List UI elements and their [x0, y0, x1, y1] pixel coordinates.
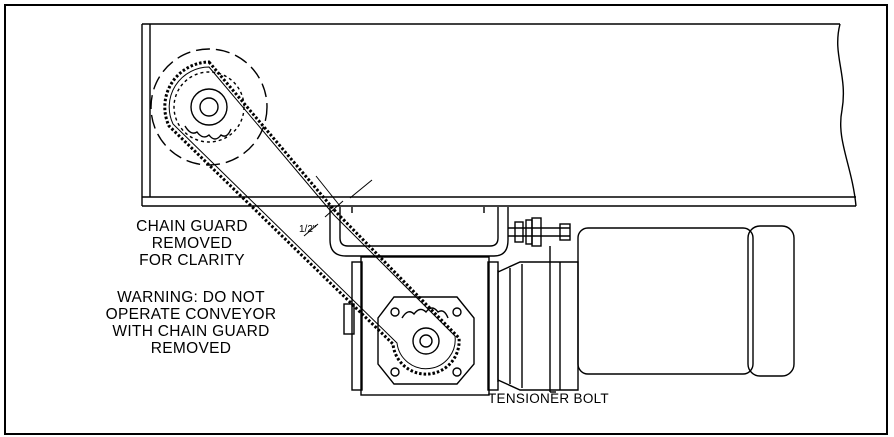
note-line: REMOVED	[150, 340, 232, 357]
tensioner-bolt-label: TENSIONER BOLT	[488, 391, 609, 406]
idler-sprocket	[150, 48, 268, 166]
drawing-border	[4, 4, 888, 435]
tensioner-bolt	[508, 217, 571, 393]
note-line: CHAIN GUARD	[136, 218, 248, 235]
chain-guard-note: CHAIN GUARD REMOVED FOR CLARITY	[86, 218, 298, 269]
note-line: WITH CHAIN GUARD	[112, 323, 270, 340]
note-line: OPERATE CONVEYOR	[105, 306, 277, 323]
warning-note: WARNING: DO NOT OPERATE CONVEYOR WITH CH…	[80, 289, 302, 357]
note-line: REMOVED	[151, 235, 233, 252]
motor-bracket	[329, 207, 509, 257]
motor	[497, 225, 795, 391]
deflection-dimension	[303, 175, 373, 237]
deflection-dimension-label: 1/2"	[299, 224, 317, 235]
note-line: WARNING: DO NOT	[117, 289, 265, 306]
roller-chain	[163, 60, 461, 376]
conveyor-frame	[141, 23, 857, 207]
note-line: FOR CLARITY	[139, 252, 245, 269]
gear-reducer	[343, 256, 499, 396]
